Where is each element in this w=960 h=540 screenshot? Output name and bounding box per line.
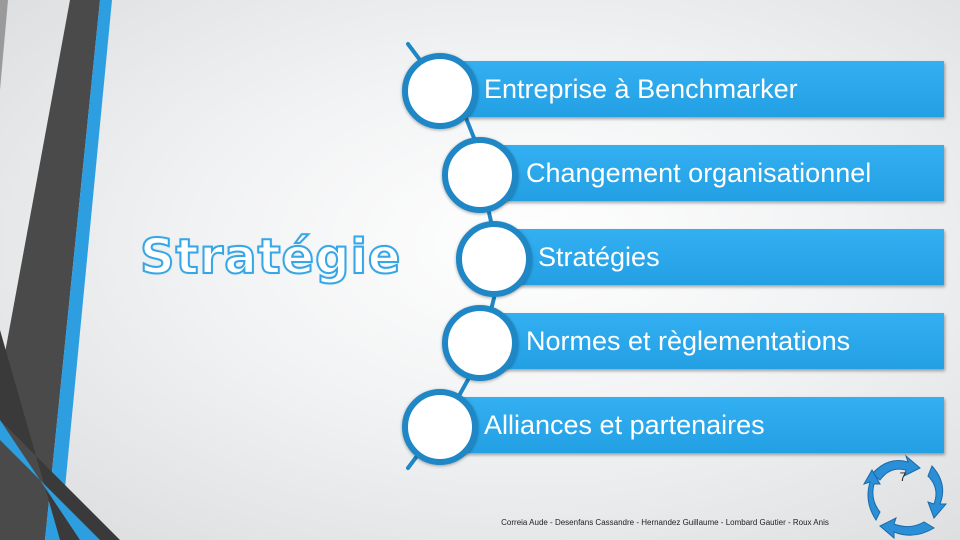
item-label-5: Alliances et partenaires <box>484 410 765 440</box>
item-label-4: Normes et règlementations <box>526 326 851 356</box>
item-label-2: Changement organisationnel <box>526 158 872 188</box>
item-bar-3: Stratégies <box>500 229 944 285</box>
item-bar-5: Alliances et partenaires <box>440 397 944 453</box>
item-circle-4 <box>442 305 518 381</box>
item-label-3: Stratégies <box>538 242 660 272</box>
item-circle-5 <box>402 389 478 465</box>
item-circle-1 <box>402 53 478 129</box>
item-bar-2: Changement organisationnel <box>486 145 944 201</box>
recycle-arrows-logo-icon <box>862 454 948 540</box>
item-bar-4: Normes et règlementations <box>486 313 944 369</box>
item-circle-3 <box>456 221 532 297</box>
item-circle-2 <box>442 137 518 213</box>
item-bar-1: Entreprise à Benchmarker <box>440 61 944 117</box>
page-number: 7 <box>899 470 907 484</box>
slide-title: Stratégie <box>139 228 402 286</box>
item-label-1: Entreprise à Benchmarker <box>484 74 798 104</box>
footer-authors: Correia Aude - Desenfans Cassandre - Her… <box>501 518 829 527</box>
